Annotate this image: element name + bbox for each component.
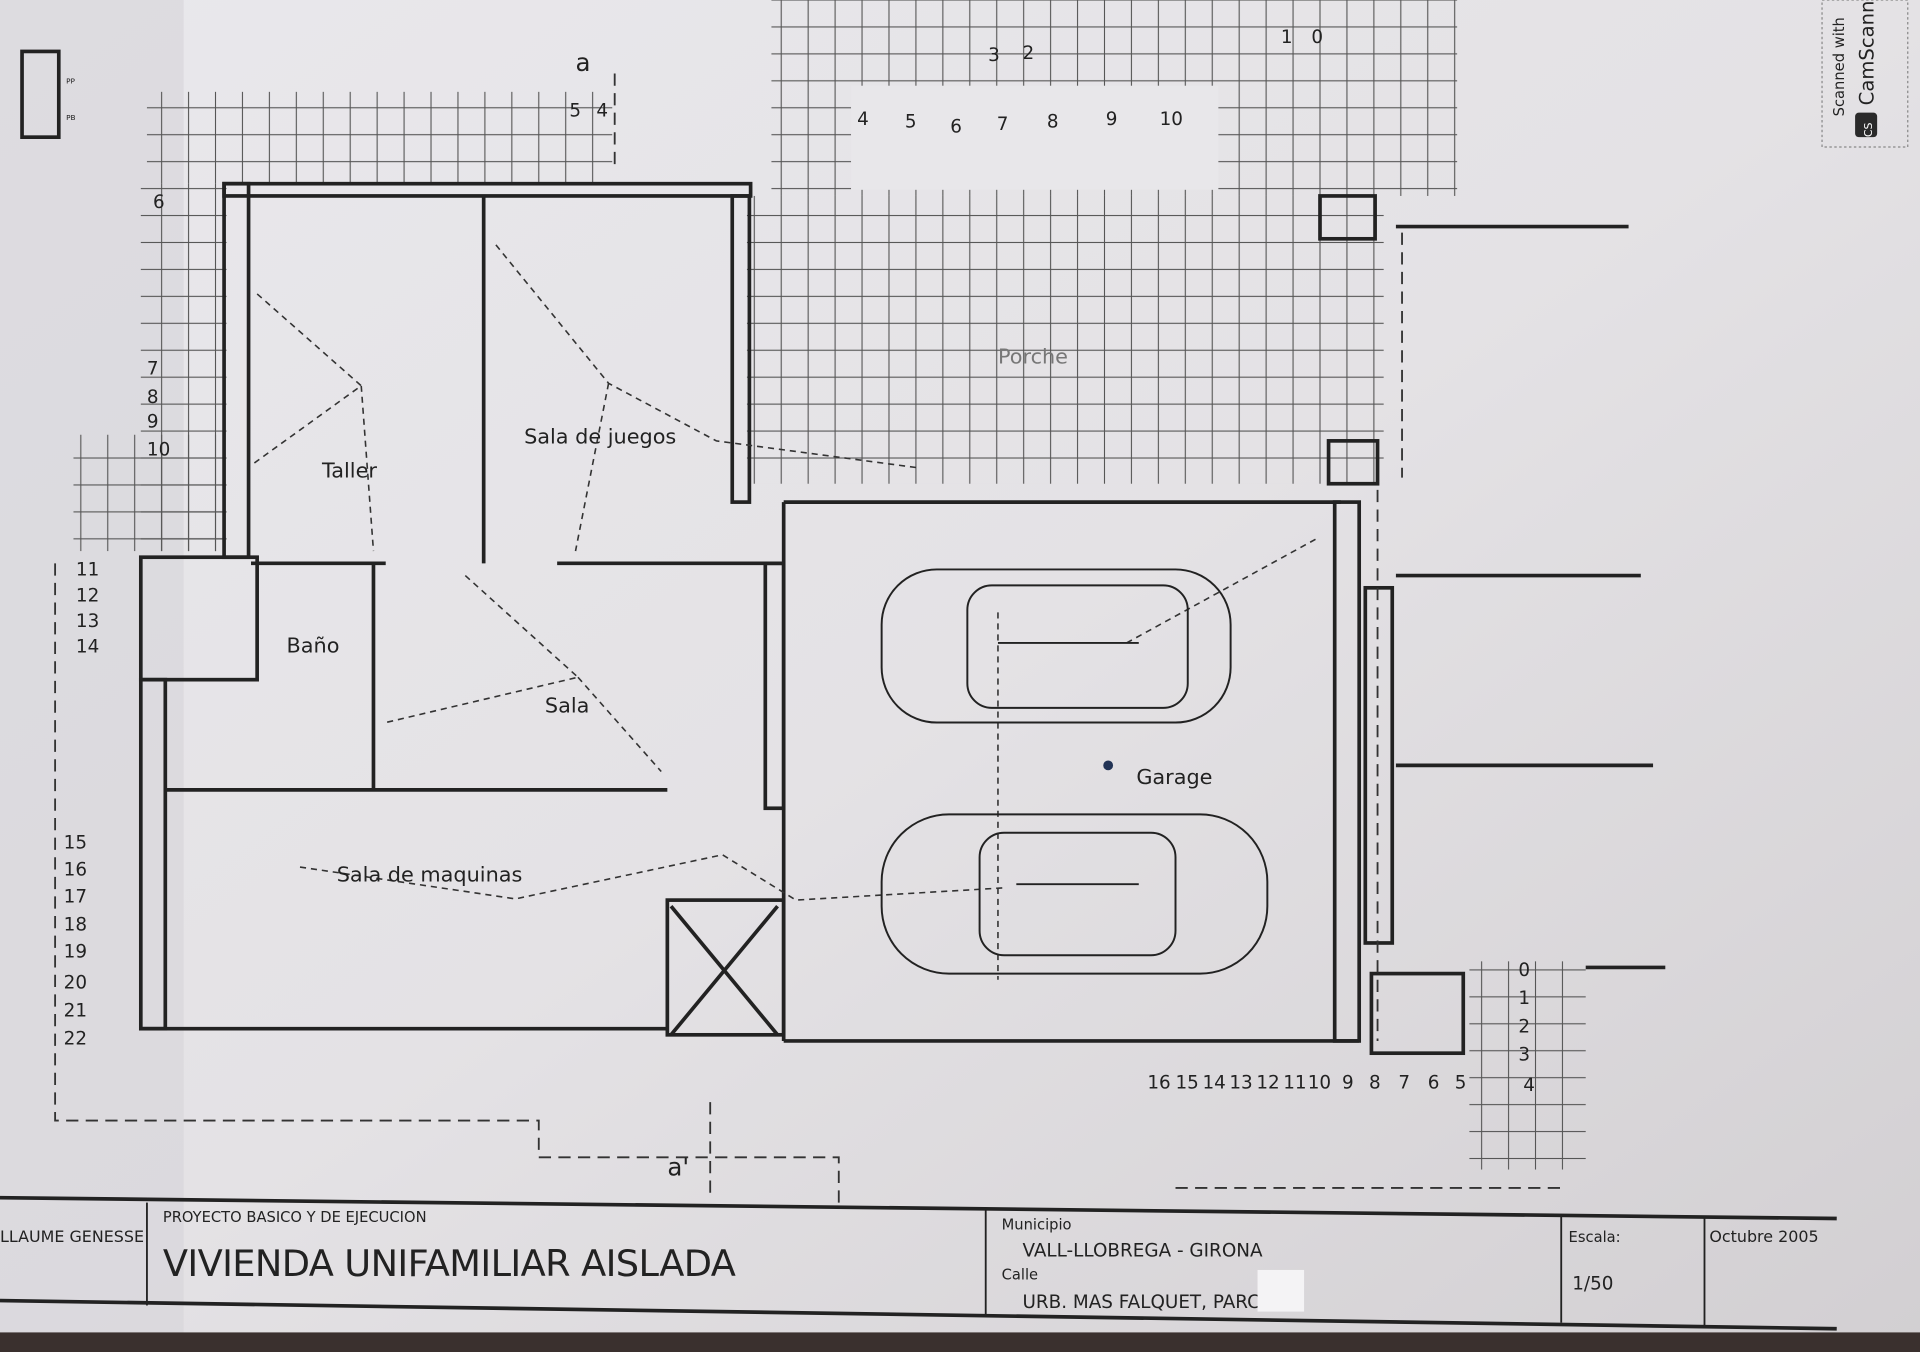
project-type: PROYECTO BASICO Y DE EJECUCION [163, 1209, 427, 1226]
calle-label: Calle [1002, 1267, 1038, 1284]
step_numbers-bottom_row-0: 16 [1147, 1073, 1170, 1094]
step_numbers-bottom_row-7: 9 [1342, 1073, 1354, 1094]
step_numbers-bottom_row-1: 15 [1176, 1073, 1199, 1094]
step_numbers-left_upper-3: 9 [147, 411, 159, 432]
step_numbers-bottom_row-2: 14 [1202, 1073, 1225, 1094]
step_numbers-left_lower-5: 20 [64, 972, 87, 993]
watermark-line1: Scanned with [1831, 17, 1848, 116]
step_numbers-left_upper-0: 6 [153, 192, 165, 213]
step_numbers-top_left-1: 4 [596, 100, 608, 121]
step_numbers-bottom_row-6: 10 [1308, 1073, 1331, 1094]
room-label-porche: Porche [998, 345, 1068, 369]
step_numbers-bottom_row-5: 11 [1283, 1073, 1306, 1094]
step_numbers-top_left-0: 5 [569, 100, 581, 121]
dashed-boundaries [54, 73, 1568, 1207]
step_numbers-left_upper-1: 7 [147, 359, 159, 380]
electrical-wiring [250, 244, 1317, 980]
room-label-bano: Baño [287, 634, 340, 658]
step_numbers-porch_row-4: 8 [1047, 111, 1059, 132]
step_numbers-left_upper-4: 10 [147, 440, 170, 461]
step_numbers-top_right-1: 0 [1311, 27, 1323, 48]
room-label-sala-juegos: Sala de juegos [524, 424, 676, 448]
room-label-taller: Taller [321, 459, 377, 483]
step_numbers-porch_row-1: 5 [905, 111, 917, 132]
level-legend: PP PB [20, 49, 76, 139]
car-lower [880, 813, 1269, 975]
step_numbers-right_stairs-0: 0 [1518, 960, 1530, 981]
step_numbers-left_mid-1: 12 [76, 585, 99, 606]
step_numbers-left_lower-4: 19 [64, 942, 87, 963]
escala-label: Escala: [1569, 1229, 1621, 1246]
author-name: LLAUME GENESSE [0, 1227, 144, 1246]
table-edge [0, 1332, 1920, 1352]
step_numbers-bottom_row-8: 8 [1369, 1073, 1381, 1094]
step_numbers-left_lower-1: 16 [64, 860, 87, 881]
municipio-value: VALL-LLOBREGA - GIRONA [1022, 1240, 1263, 1261]
redaction-box [1257, 1269, 1305, 1312]
garage-light-icon [1103, 760, 1114, 771]
step_numbers-porch_row-6: 10 [1160, 109, 1183, 130]
escala-value: 1/50 [1572, 1274, 1613, 1295]
step_numbers-top_right-0: 1 [1281, 27, 1293, 48]
date: Octubre 2005 [1709, 1227, 1818, 1246]
step_numbers-bottom_row-9: 7 [1398, 1073, 1410, 1094]
step_numbers-left_lower-6: 21 [64, 1000, 87, 1021]
step_numbers-right_stairs-1: 1 [1518, 988, 1530, 1009]
tiled-paving [73, 0, 1586, 1170]
step_numbers-left_mid-3: 14 [76, 637, 99, 658]
watermark-logo: CS [1862, 122, 1875, 137]
car-upper [880, 568, 1232, 724]
room-label-sala: Sala [545, 694, 589, 718]
step_numbers-porch_row-5: 9 [1106, 109, 1118, 130]
section-mark-bottom: a' [667, 1153, 689, 1182]
step_numbers-right_stairs-3: 3 [1518, 1045, 1530, 1066]
step_numbers-left_upper-2: 8 [147, 387, 159, 408]
project-title: VIVIENDA UNIFAMILIAR AISLADA [163, 1242, 736, 1285]
step_numbers-left_lower-7: 22 [64, 1029, 87, 1050]
step_numbers-left_lower-0: 15 [64, 833, 87, 854]
step_numbers-left_lower-3: 18 [64, 915, 87, 936]
room-label-garage: Garage [1136, 765, 1212, 789]
municipio-label: Municipio [1002, 1217, 1072, 1234]
section-mark-top: a [576, 48, 591, 77]
step_numbers-bottom_row-10: 6 [1428, 1073, 1440, 1094]
walls [138, 181, 1666, 1056]
calle-value: URB. MAS FALQUET, PARC. [1022, 1292, 1265, 1313]
title-block: LLAUME GENESSE PROYECTO BASICO Y DE EJEC… [0, 1195, 1837, 1331]
step_numbers-left_lower-2: 17 [64, 887, 87, 908]
step_numbers-left_mid-0: 11 [76, 560, 99, 581]
watermark-line2: CamScanner [1855, 0, 1878, 105]
step-numbers: 5 4 3 2 1 0 4 5 6 7 8 9 10 6 7 8 9 10 11… [64, 27, 1535, 1096]
legend_marks-1: PB [66, 113, 75, 122]
step_numbers-porch_row-3: 7 [997, 114, 1009, 135]
room-label-sala-maquinas: Sala de maquinas [337, 863, 523, 887]
step_numbers-bottom_row-11: 5 [1455, 1073, 1467, 1094]
step_numbers-top_center-0: 3 [988, 45, 1000, 66]
step_numbers-porch_row-2: 6 [950, 116, 962, 137]
camscanner-watermark: CS Scanned with CamScanner [1821, 0, 1909, 148]
step_numbers-top_center-1: 2 [1022, 43, 1034, 64]
step_numbers-bottom_row-3: 13 [1229, 1073, 1252, 1094]
step_numbers-bottom_row-12: 4 [1523, 1075, 1535, 1096]
step_numbers-right_stairs-2: 2 [1518, 1016, 1530, 1037]
step_numbers-bottom_row-4: 12 [1256, 1073, 1279, 1094]
step_numbers-left_mid-2: 13 [76, 611, 99, 632]
camscanner-logo-icon [1855, 112, 1878, 138]
legend_marks-0: PP [66, 76, 75, 85]
step_numbers-porch_row-0: 4 [857, 109, 869, 130]
